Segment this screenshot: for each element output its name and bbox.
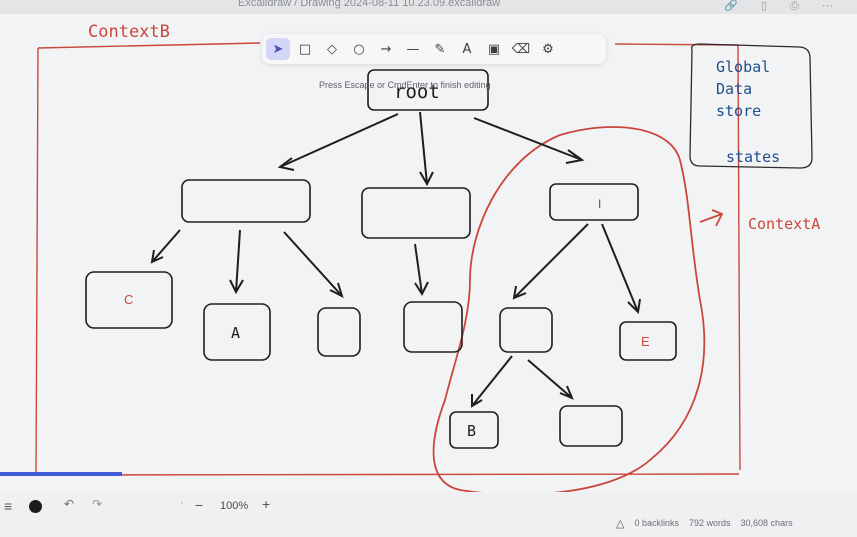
node-empty-2[interactable]: [403, 301, 463, 353]
node-b-label: B: [467, 422, 476, 440]
line-icon: —: [406, 41, 420, 57]
tool-ellipse[interactable]: ○: [347, 38, 371, 60]
header-icons[interactable]: 🔗 ▯ ⎙ ⋯: [724, 0, 843, 12]
editing-hint: Press Escape or CmdEnter to finish editi…: [319, 80, 491, 90]
node-middle[interactable]: [361, 187, 471, 239]
window-title-bar: Excalidraw / Drawing 2024-08-11 10.23.09…: [0, 0, 857, 14]
node-root-label: root: [394, 81, 440, 103]
image-icon: ▣: [487, 41, 501, 57]
zoom-level[interactable]: 100%: [220, 500, 249, 512]
node-empty-4[interactable]: [559, 405, 623, 447]
dots-icon: ·: [180, 497, 184, 509]
word-count: 792 words: [689, 518, 731, 528]
node-c[interactable]: [85, 271, 173, 329]
tool-selection[interactable]: ➤: [266, 38, 290, 60]
arrow-icon: →: [380, 41, 392, 57]
pencil-icon: ✎: [434, 41, 446, 57]
global-note-line-1: Global: [716, 58, 770, 76]
node-e-label: E: [641, 334, 650, 349]
bottom-bar: [0, 492, 857, 537]
node-left[interactable]: [181, 179, 311, 223]
node-empty-1[interactable]: [317, 307, 361, 357]
char-count: 30,608 chars: [740, 518, 793, 528]
tool-text[interactable]: A: [455, 38, 479, 60]
tool-image[interactable]: ▣: [482, 38, 506, 60]
eraser-icon: ⌫: [511, 41, 531, 57]
library-icon: ⚙: [542, 41, 554, 57]
tool-arrow[interactable]: →: [374, 38, 398, 60]
window-title: Excalidraw / Drawing 2024-08-11 10.23.09…: [238, 0, 501, 9]
text-icon: A: [462, 41, 472, 57]
context-a-label: ContextA: [748, 215, 820, 233]
tree-arrows: [150, 111, 641, 408]
undo-icon[interactable]: ↶: [64, 497, 75, 511]
node-right[interactable]: [549, 183, 639, 221]
status-bar: △ 0 backlinks 792 words 30,608 chars: [616, 512, 803, 534]
tool-library[interactable]: ⚙: [536, 38, 560, 60]
global-note-line-5: states: [726, 148, 780, 166]
context-a-region[interactable]: ContextA: [432, 126, 821, 496]
square-icon: □: [298, 41, 312, 57]
global-store-note[interactable]: Global Data store states: [689, 43, 813, 169]
menu-icon[interactable]: ≡: [4, 498, 13, 514]
zoom-in-button[interactable]: +: [262, 496, 271, 512]
tool-line[interactable]: —: [401, 38, 425, 60]
tool-diamond[interactable]: ◇: [320, 38, 344, 60]
text-cursor-icon: I: [598, 197, 601, 211]
node-b[interactable]: [449, 411, 499, 449]
zoom-out-button[interactable]: −: [195, 497, 204, 513]
diamond-icon: ◇: [327, 41, 337, 57]
redo-icon[interactable]: ↷: [92, 497, 103, 511]
warning-icon: △: [616, 517, 625, 530]
tool-eraser[interactable]: ⌫: [509, 38, 533, 60]
node-a-label: A: [231, 324, 240, 342]
backlinks-count[interactable]: 0 backlinks: [634, 518, 679, 528]
drawing-canvas[interactable]: [0, 14, 857, 492]
tool-rectangle[interactable]: □: [293, 38, 317, 60]
pointer-icon: ➤: [272, 41, 284, 57]
global-note-line-2: Data: [716, 80, 752, 98]
toolbar: ➤ □ ◇ ○ → — ✎ A ▣ ⌫ ⚙: [262, 34, 606, 64]
tool-draw[interactable]: ✎: [428, 38, 452, 60]
global-note-line-3: store: [716, 102, 761, 120]
node-a[interactable]: [203, 303, 271, 361]
node-root[interactable]: [367, 69, 489, 111]
theme-toggle-icon[interactable]: [29, 500, 42, 513]
context-b-label: ContextB: [88, 22, 170, 42]
node-empty-3[interactable]: [499, 307, 553, 353]
progress-bar: [0, 472, 122, 476]
circle-icon: ○: [353, 41, 365, 57]
node-e[interactable]: [619, 321, 677, 361]
node-c-label: C: [124, 292, 133, 307]
